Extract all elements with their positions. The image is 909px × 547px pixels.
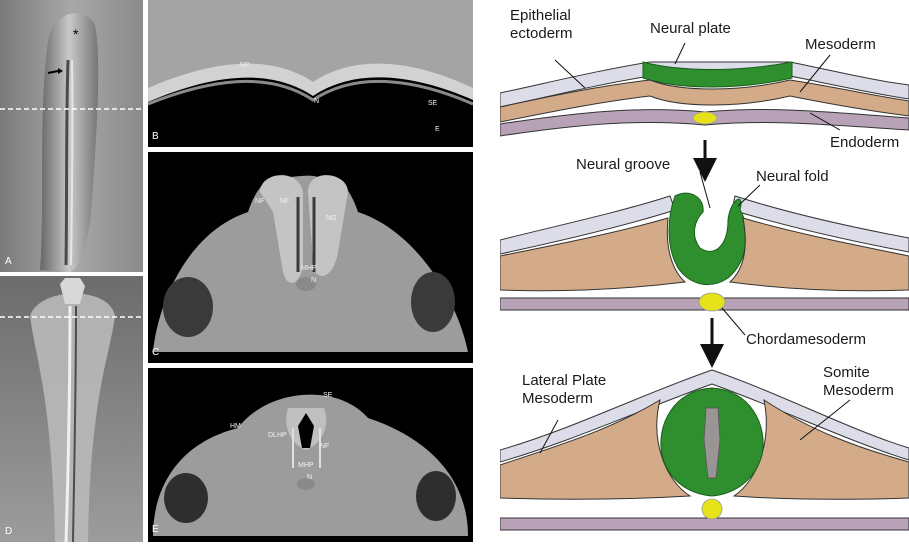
panel-d-image xyxy=(0,276,143,542)
neurulation-diagram: Epithelial ectoderm Neural plate Mesoder… xyxy=(500,0,909,542)
label-nf-right-c: NF xyxy=(280,198,289,205)
panel-letter-b: B xyxy=(152,131,159,142)
label-chordamesoderm: Chordamesoderm xyxy=(746,331,866,349)
panel-e-image xyxy=(148,368,473,542)
endoderm-layer-3 xyxy=(500,518,909,530)
panel-letter-a: A xyxy=(5,256,12,267)
label-neural-fold: Neural fold xyxy=(756,168,829,186)
label-neural-plate: Neural plate xyxy=(650,20,731,38)
label-ng-c: NG xyxy=(326,215,337,222)
label-mesoderm: Mesoderm xyxy=(805,36,876,54)
neural-fold-shape xyxy=(669,193,746,284)
micrograph-panel-a: * A xyxy=(0,0,143,272)
asterisk-marker: * xyxy=(73,26,78,42)
label-se-b: SE xyxy=(428,100,437,107)
label-n-e: N xyxy=(307,474,312,481)
stage-neural-groove xyxy=(500,193,909,311)
label-somite-mesoderm: Somite Mesoderm xyxy=(823,364,894,400)
label-n-c: N xyxy=(311,277,316,284)
label-mhp-c: MHP xyxy=(301,265,317,272)
stage-neural-plate xyxy=(500,62,909,136)
notochord-1 xyxy=(693,112,717,124)
label-e-b: E xyxy=(435,126,440,133)
label-epithelial-ectoderm: Epithelial ectoderm xyxy=(510,7,573,43)
panel-c-image xyxy=(148,152,473,363)
panel-letter-d: D xyxy=(5,526,12,537)
notochord-2 xyxy=(699,293,725,311)
label-dlhp-e: DLHP xyxy=(268,432,287,439)
panel-a-image xyxy=(0,0,143,272)
label-lateral-plate-mesoderm: Lateral Plate Mesoderm xyxy=(522,372,606,408)
label-endoderm: Endoderm xyxy=(830,134,899,152)
panel-letter-e: E xyxy=(152,524,159,535)
label-np-b: NP xyxy=(240,62,250,69)
label-neural-groove: Neural groove xyxy=(576,156,670,174)
label-n-b: N xyxy=(314,98,319,105)
micrograph-panel-d: D xyxy=(0,276,143,542)
label-hm-e: HM xyxy=(230,423,241,430)
micrograph-panel-c: NF NF NG MHP N C xyxy=(148,152,473,363)
micrograph-panel-b: NP N SE E B xyxy=(148,0,473,147)
label-nf-e: NF xyxy=(320,443,329,450)
notochord-3 xyxy=(702,499,722,519)
panel-b-image xyxy=(148,0,473,147)
label-nf-left-c: NF xyxy=(255,198,264,205)
label-se-e: SE xyxy=(323,392,332,399)
diagram-svg xyxy=(500,0,909,542)
panel-letter-c: C xyxy=(152,347,159,358)
micrograph-panel-e: SE HM DLHP NF MHP N E xyxy=(148,368,473,542)
label-mhp-e: MHP xyxy=(298,462,314,469)
